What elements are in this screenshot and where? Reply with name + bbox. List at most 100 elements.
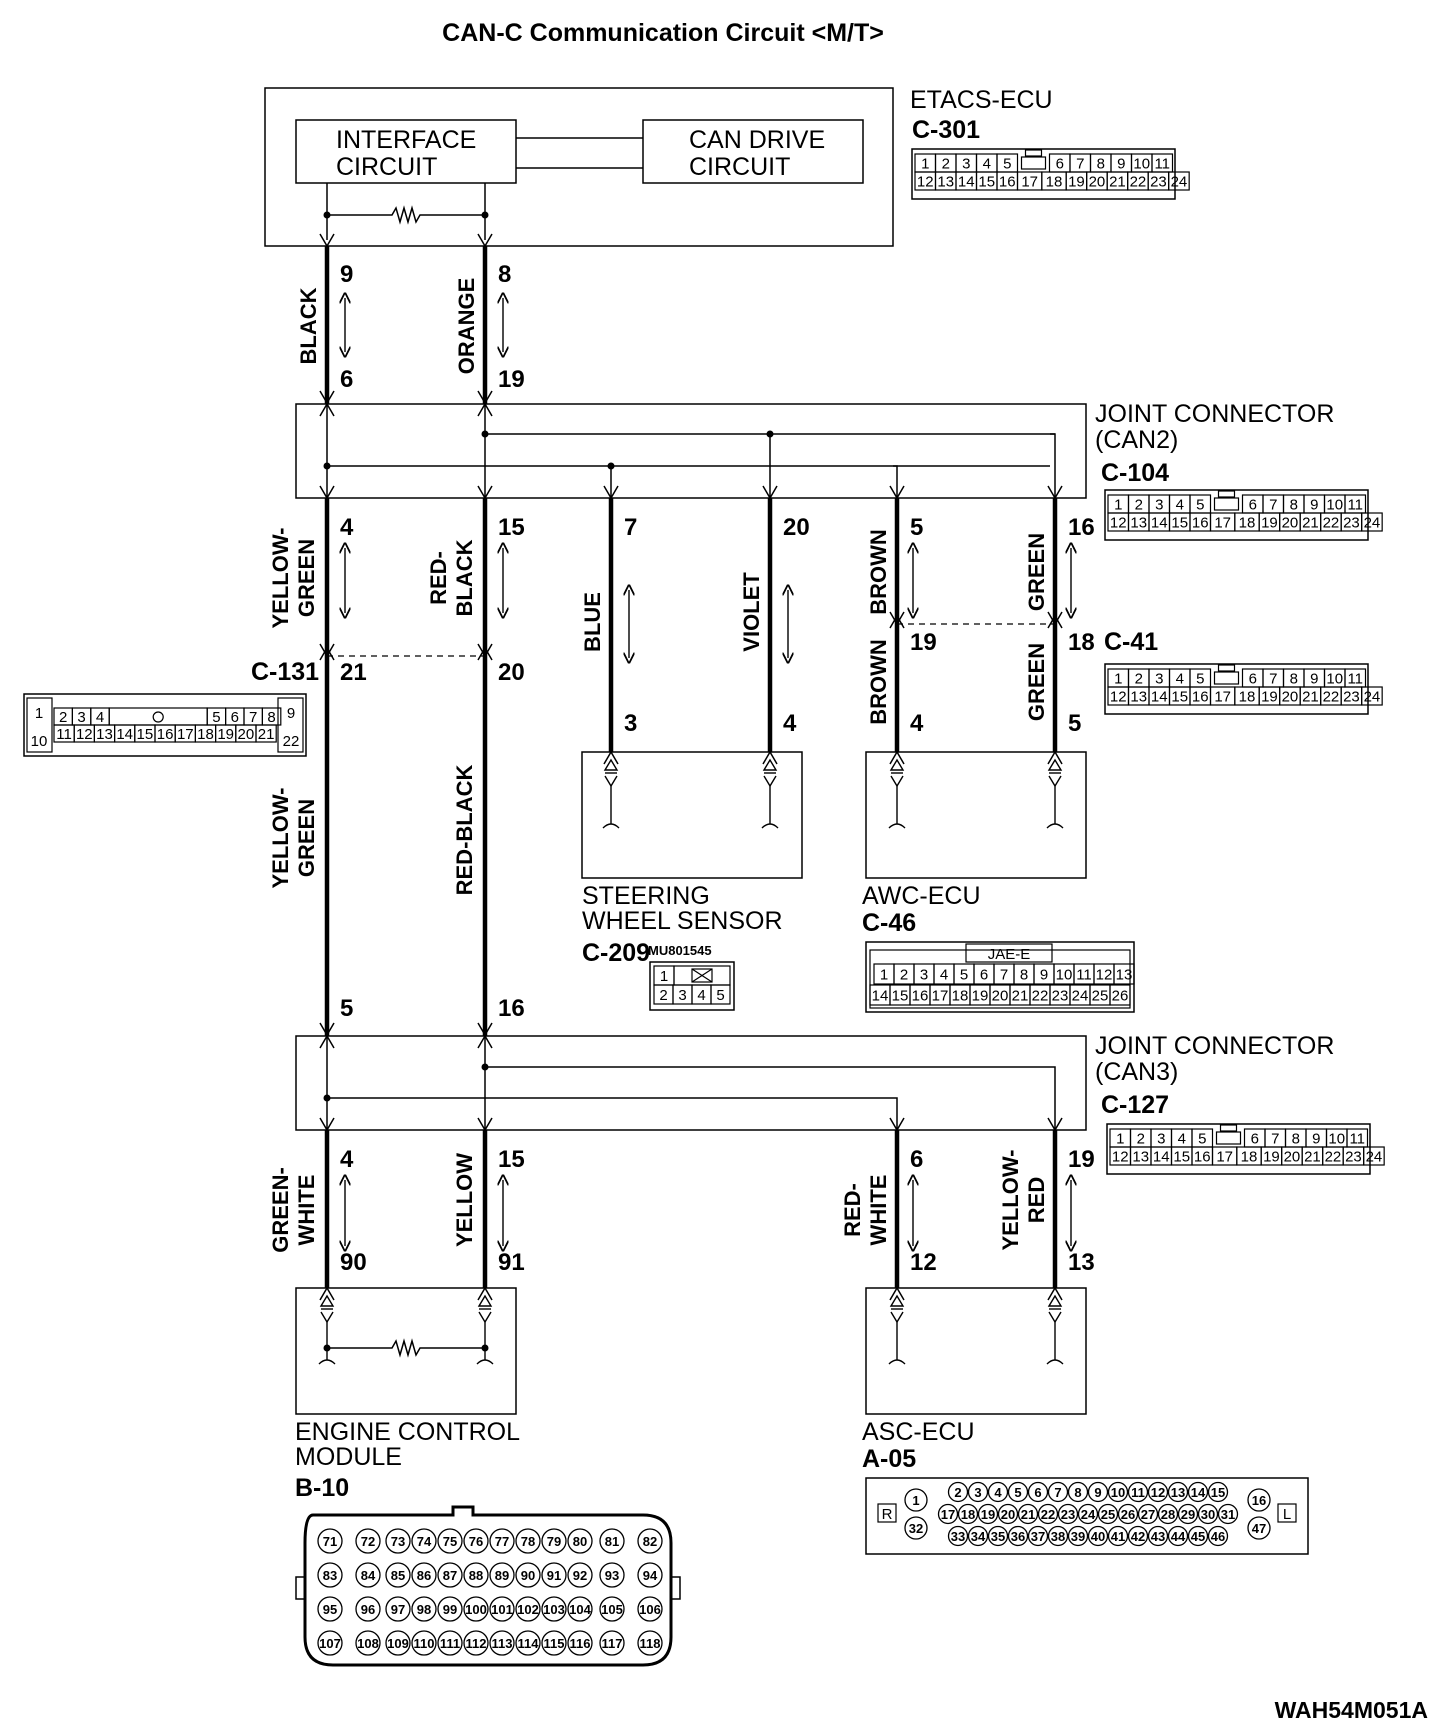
terminal-number: 90 [521, 1568, 535, 1583]
ecm-terminal-icon [463, 1630, 489, 1656]
terminal-number: 22 [283, 733, 300, 750]
wire-end-marker [603, 750, 619, 765]
connector-key-icon [152, 711, 164, 723]
device-terminal [888, 1294, 906, 1365]
ecm-terminal-icon [567, 1630, 593, 1656]
steering-connector-code: C-209 [582, 939, 650, 967]
ecm-terminal-icon [437, 1630, 463, 1656]
wire-end-marker [762, 485, 778, 500]
asc-terminal-icon [1117, 1503, 1139, 1525]
ecm-terminal-icon [567, 1596, 593, 1622]
wire-end-marker [1047, 1117, 1063, 1132]
terminal-number: 15 [1171, 689, 1188, 706]
ecm-connector-code: B-10 [295, 1474, 349, 1502]
pin-label: 6 [910, 1146, 923, 1173]
terminal-number: 22 [1041, 1507, 1055, 1522]
asc-terminal-icon [1017, 1503, 1039, 1525]
terminal-number: 14 [1153, 1149, 1170, 1166]
terminal-number: 23 [1343, 515, 1360, 532]
terminal-number: 7 [1269, 671, 1277, 688]
asc-terminal-icon [1067, 1525, 1089, 1547]
terminal-number: 20 [1001, 1507, 1015, 1522]
terminal-number: 97 [391, 1602, 405, 1617]
connector-break-icon [1047, 611, 1063, 626]
terminal-number: 33 [951, 1529, 965, 1544]
terminal-number: 14 [872, 988, 889, 1005]
wire-end-marker [319, 233, 335, 248]
terminal-number: 18 [197, 726, 214, 743]
asc-terminal-icon [977, 1503, 999, 1525]
wire-end-marker [1047, 750, 1063, 765]
ecm-terminal-icon [637, 1562, 663, 1588]
wire-end-marker [889, 485, 905, 500]
wire-end-marker [1047, 1286, 1063, 1301]
asc-terminal-icon [1207, 1481, 1229, 1503]
ecm-terminal-icon [541, 1528, 567, 1554]
terminal-number: 1 [1114, 671, 1122, 688]
ecm-terminal-icon [355, 1562, 381, 1588]
awc-connector-code: C-46 [862, 909, 916, 937]
connector-side-r: R [882, 1506, 893, 1523]
terminal-number: 7 [249, 709, 257, 726]
asc-terminal-icon [1107, 1525, 1129, 1547]
terminal-number: 111 [440, 1636, 460, 1651]
wire-end-marker [889, 750, 905, 765]
terminal-number: 1 [1114, 497, 1122, 514]
wire-color-violet: VIOLET [739, 572, 764, 652]
terminal-number: 104 [569, 1602, 591, 1617]
terminal-number: 12 [1110, 515, 1127, 532]
steering-sensor-name-2: WHEEL SENSOR [582, 907, 783, 935]
asc-terminal-icon [947, 1525, 969, 1547]
terminal-number: 24 [1171, 174, 1188, 191]
terminal-number: 44 [1171, 1529, 1186, 1544]
asc-terminal-icon [967, 1481, 989, 1503]
terminal-number: 117 [602, 1636, 623, 1651]
terminal-number: 3 [1157, 1131, 1165, 1148]
asc-terminal-icon [967, 1525, 989, 1547]
wire-color-yellow-red: YELLOW- [998, 1150, 1023, 1251]
wire-end-marker [477, 233, 493, 248]
terminal-number: 22 [1323, 515, 1340, 532]
terminal-number: 116 [570, 1636, 591, 1651]
terminal-number: 9 [1094, 1485, 1101, 1500]
pin-label: 9 [340, 261, 353, 288]
wire-end-marker [1047, 485, 1063, 500]
terminal-number: 78 [521, 1534, 535, 1549]
terminal-number: 12 [76, 726, 93, 743]
asc-terminal-icon [1047, 1481, 1069, 1503]
wire-color-brown: BROWN [866, 529, 891, 615]
ecm-terminal-icon [463, 1562, 489, 1588]
terminal-number: 9 [1117, 156, 1125, 173]
terminal-number: 18 [1241, 1149, 1258, 1166]
terminal-number: 29 [1181, 1507, 1195, 1522]
terminal-number: 5 [1196, 671, 1204, 688]
terminal-number: 3 [974, 1485, 981, 1500]
asc-terminal-icon [1217, 1503, 1239, 1525]
wire-color-yellow-green: GREEN [294, 799, 319, 877]
terminal-number: 13 [1130, 689, 1147, 706]
asc-terminal-icon [1037, 1503, 1059, 1525]
jc2-name: JOINT CONNECTOR [1095, 400, 1334, 428]
terminal-number: 10 [1111, 1485, 1125, 1500]
wire-color-brown: BROWN [866, 639, 891, 725]
terminal-number: 11 [1347, 497, 1363, 514]
wire-end-marker [319, 1022, 335, 1037]
terminal-number: 20 [1282, 689, 1299, 706]
terminal-number: 31 [1221, 1507, 1235, 1522]
terminal-number: 16 [1192, 689, 1209, 706]
jc3-connector-code: C-127 [1101, 1091, 1169, 1119]
terminal-number: 15 [1171, 515, 1188, 532]
wire-color-black: BLACK [296, 287, 321, 364]
terminal-number: 92 [573, 1568, 587, 1583]
terminal-number: 18 [952, 988, 969, 1005]
terminal-number: 37 [1031, 1529, 1045, 1544]
terminal-number: 35 [991, 1529, 1005, 1544]
asc-terminal-icon [1027, 1481, 1049, 1503]
terminal-number: 22 [1032, 988, 1049, 1005]
connector-break-icon [319, 643, 335, 658]
terminal-number: 98 [417, 1602, 431, 1617]
interface-circuit-label: INTERFACE [336, 126, 476, 154]
terminal-number: 11 [1349, 1131, 1365, 1148]
pin-label: 20 [783, 514, 810, 541]
